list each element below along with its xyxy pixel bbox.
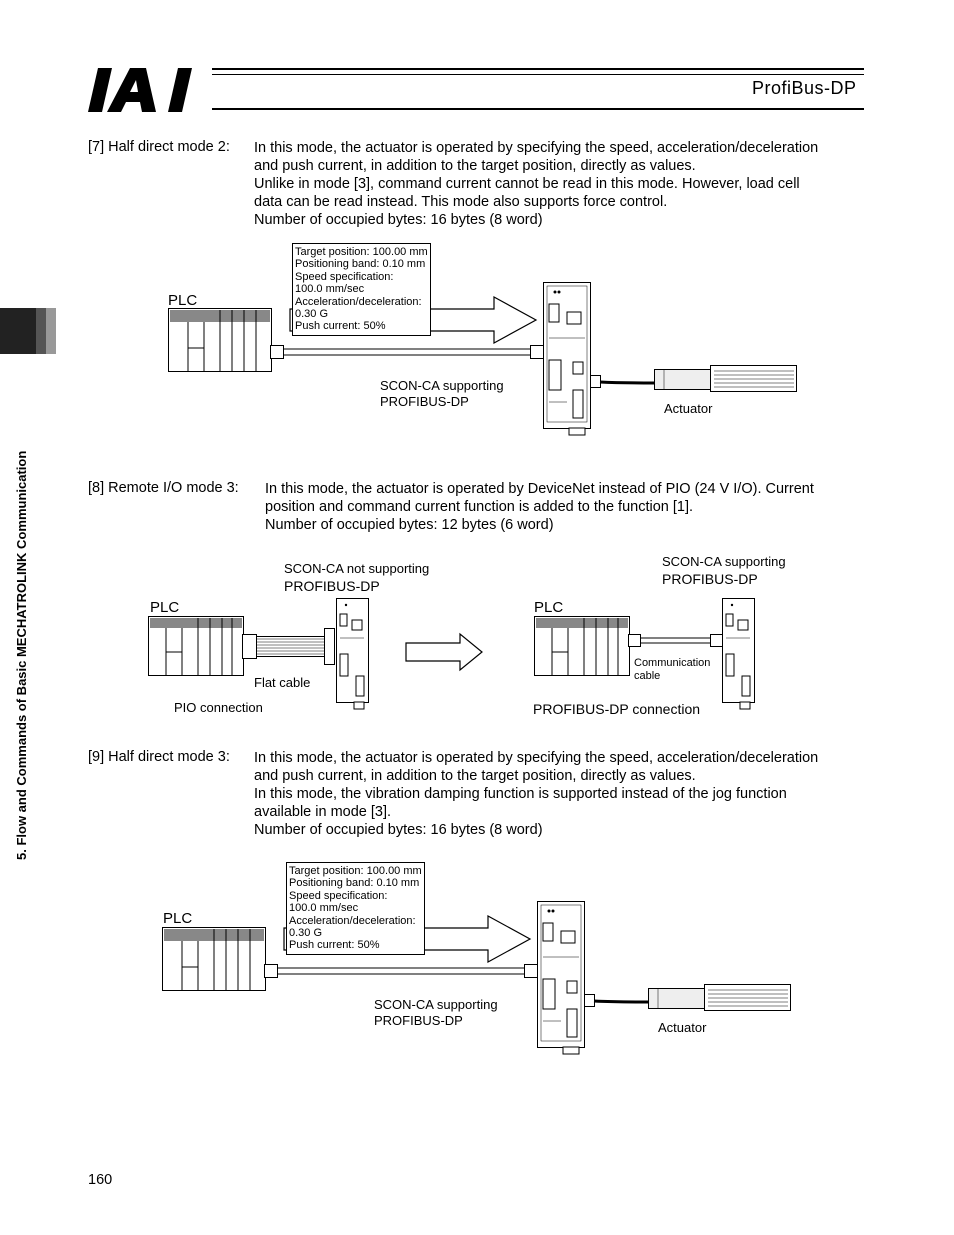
header-rule-bottom bbox=[212, 108, 864, 110]
page-number: 160 bbox=[88, 1172, 113, 1188]
mode-9-line: In this mode, the actuator is operated b… bbox=[254, 750, 819, 766]
d3-actuator bbox=[648, 984, 791, 1011]
mode-8-description: In this mode, the actuator is operated b… bbox=[265, 480, 814, 534]
d2-left-controller-unit bbox=[336, 598, 369, 710]
d3-controller-label-2: PROFIBUS-DP bbox=[374, 1013, 463, 1028]
d1-connector-plc bbox=[270, 345, 284, 359]
d3-callout-line: Target position: 100.00 mm bbox=[289, 865, 422, 877]
doc-title: ProfiBus-DP bbox=[752, 78, 857, 98]
d3-actuator-label: Actuator bbox=[658, 1020, 707, 1035]
d2-comm-cable-label-1: Communication bbox=[634, 657, 711, 669]
section-tab-marker-mid bbox=[36, 308, 46, 354]
d2-flat-cable-label: Flat cable bbox=[254, 675, 311, 690]
d1-callout-line: 0.30 G bbox=[295, 308, 329, 321]
d2-transition-arrow-icon bbox=[405, 632, 483, 672]
mode-7-line: and push current, in addition to the tar… bbox=[254, 158, 696, 174]
d3-command-callout: Target position: 100.00 mm Positioning b… bbox=[286, 862, 425, 955]
d3-callout-line: Positioning band: 0.10 mm bbox=[289, 877, 420, 890]
d3-plc-label: PLC bbox=[163, 910, 193, 927]
mode-8-line: Number of occupied bytes: 12 bytes (6 wo… bbox=[265, 517, 554, 533]
d2-comm-cable bbox=[628, 634, 723, 647]
d2-profibus-connection-label: PROFIBUS-DP connection bbox=[533, 701, 701, 717]
section-title: 5. Flow and Commands of Basic MECHATROLI… bbox=[14, 450, 29, 860]
d2-right-plc-unit bbox=[534, 616, 630, 676]
header-rule-top bbox=[212, 68, 864, 70]
d1-controller-label-1: SCON-CA supporting bbox=[380, 378, 504, 393]
mode-8-label: [8] Remote I/O mode 3: bbox=[88, 480, 239, 496]
d1-plc-label: PLC bbox=[168, 292, 198, 309]
d1-callout-line: Target position: 100.00 mm bbox=[295, 246, 428, 258]
mode-9-line: In this mode, the vibration damping func… bbox=[254, 786, 787, 802]
mode-7-label: [7] Half direct mode 2: bbox=[88, 139, 230, 155]
iai-logo bbox=[88, 68, 192, 112]
d3-callout-line: 0.30 G bbox=[289, 927, 323, 940]
d3-controller-unit bbox=[537, 901, 585, 1055]
mode-7-line: Number of occupied bytes: 16 bytes (8 wo… bbox=[254, 212, 543, 228]
d2-right-ctrl-label-1: SCON-CA supporting bbox=[662, 554, 786, 569]
d3-plc-unit bbox=[162, 927, 266, 991]
d1-actuator bbox=[654, 365, 797, 392]
d3-callout-line: 100.0 mm/sec bbox=[289, 902, 359, 915]
d1-callout-line: Positioning band: 0.10 mm bbox=[295, 258, 426, 271]
mode-7-line: Unlike in mode [3], command current cann… bbox=[254, 176, 800, 192]
mode-9-line: available in mode [3]. bbox=[254, 804, 392, 820]
d2-left-ctrl-label-2: PROFIBUS-DP bbox=[284, 578, 380, 594]
d2-left-ctrl-label-1: SCON-CA not supporting bbox=[284, 561, 430, 576]
d1-callout-line: Speed specification: bbox=[295, 270, 394, 283]
d2-comm-cable-label: Communication cable bbox=[634, 657, 710, 682]
d1-cable bbox=[284, 348, 530, 356]
d2-right-ctrl-label-2: PROFIBUS-DP bbox=[662, 571, 758, 587]
section-tab-marker bbox=[0, 308, 36, 354]
d2-flat-cable bbox=[242, 628, 335, 665]
section-sidebar: 5. Flow and Commands of Basic MECHATROLI… bbox=[0, 0, 40, 860]
d1-callout-line: 100.0 mm/sec bbox=[295, 283, 365, 296]
mode-7-line: In this mode, the actuator is operated b… bbox=[254, 140, 819, 156]
mode-9-line: Number of occupied bytes: 16 bytes (8 wo… bbox=[254, 822, 543, 838]
d1-actuator-cable bbox=[590, 375, 655, 388]
mode-7-description: In this mode, the actuator is operated b… bbox=[254, 139, 818, 229]
mode-7-line: data can be read instead. This mode also… bbox=[254, 194, 668, 210]
d1-controller-unit bbox=[543, 282, 591, 436]
d2-right-controller-unit bbox=[722, 598, 755, 710]
d3-callout-line: Push current: 50% bbox=[289, 939, 380, 952]
d2-left-plc-unit bbox=[148, 616, 244, 676]
header-rule-thin bbox=[212, 74, 864, 75]
mode-9-label: [9] Half direct mode 3: bbox=[88, 749, 230, 765]
d2-left-plc-label: PLC bbox=[150, 599, 180, 616]
mode-8-line: position and command current function is… bbox=[265, 499, 694, 515]
d1-controller-label-2: PROFIBUS-DP bbox=[380, 394, 469, 409]
d3-callout-line: Speed specification: bbox=[289, 889, 388, 902]
mode-8-line: In this mode, the actuator is operated b… bbox=[265, 481, 814, 497]
d2-pio-connection-label: PIO connection bbox=[174, 700, 263, 715]
d1-connector-ctrl bbox=[530, 345, 544, 359]
d3-connector-plc bbox=[264, 964, 278, 978]
d3-cable bbox=[278, 967, 524, 975]
d1-command-callout: Target position: 100.00 mm Positioning b… bbox=[292, 243, 431, 336]
d2-comm-cable-label-2: cable bbox=[634, 669, 661, 682]
section-tab-marker-light bbox=[46, 308, 56, 354]
d3-controller-label-1: SCON-CA supporting bbox=[374, 997, 498, 1012]
mode-9-line: and push current, in addition to the tar… bbox=[254, 768, 696, 784]
d3-actuator-cable bbox=[584, 994, 649, 1007]
d3-connector-ctrl bbox=[524, 964, 538, 978]
d1-callout-line: Acceleration/deceleration: bbox=[295, 295, 422, 308]
d1-actuator-label: Actuator bbox=[664, 401, 713, 416]
d1-callout-line: Push current: 50% bbox=[295, 320, 386, 333]
d2-right-plc-label: PLC bbox=[534, 599, 564, 616]
d1-plc-unit bbox=[168, 308, 272, 372]
mode-9-description: In this mode, the actuator is operated b… bbox=[254, 749, 818, 839]
d3-callout-line: Acceleration/deceleration: bbox=[289, 914, 416, 927]
